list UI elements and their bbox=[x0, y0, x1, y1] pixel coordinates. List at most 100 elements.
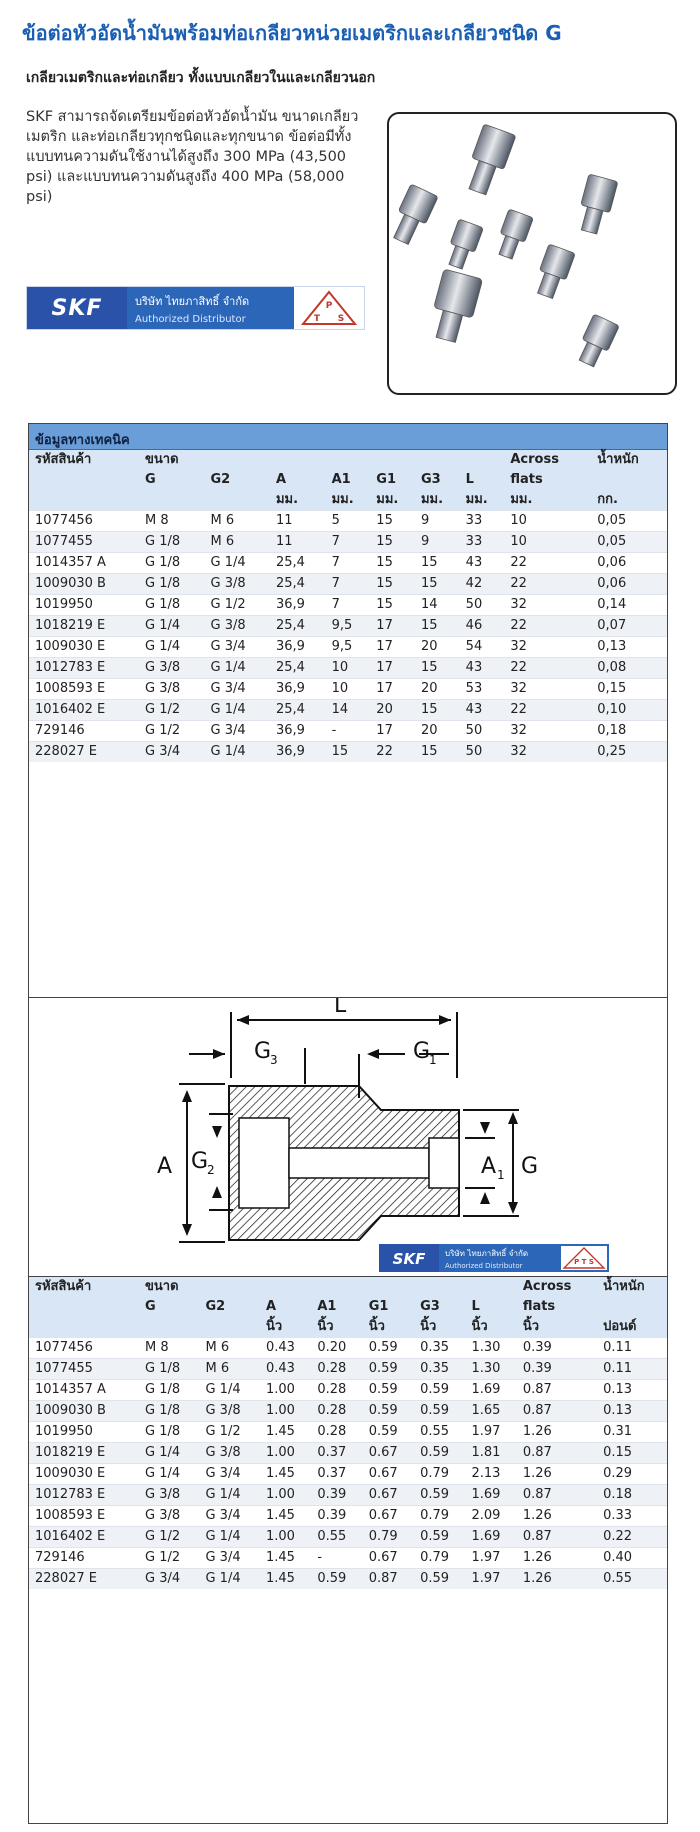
table-cell: 0.87 bbox=[516, 1379, 598, 1401]
svg-text:1: 1 bbox=[497, 1168, 505, 1182]
table-cell: 1.45 bbox=[259, 1568, 312, 1589]
table-cell: 1.00 bbox=[259, 1442, 312, 1464]
svg-text:2: 2 bbox=[207, 1163, 215, 1177]
table-cell: 0.87 bbox=[516, 1526, 598, 1548]
distributor-badge[interactable]: SKF บริษัท ไทยภาสิทธิ์ จำกัด Authorized … bbox=[26, 286, 365, 330]
table-cell: 0.37 bbox=[311, 1442, 363, 1464]
table-cell: 1.69 bbox=[465, 1526, 517, 1548]
table-cell: G 1/2 bbox=[199, 1421, 260, 1443]
col-g2: G2 bbox=[204, 470, 270, 490]
table-cell: 20 bbox=[414, 636, 460, 658]
svg-text:G: G bbox=[521, 1154, 538, 1179]
table-cell: 0.33 bbox=[597, 1505, 667, 1527]
col-l: L bbox=[465, 1297, 517, 1317]
table-cell: 2.13 bbox=[465, 1463, 517, 1485]
table-cell: 0,05 bbox=[591, 510, 667, 532]
table-cell: G 3/4 bbox=[199, 1547, 260, 1569]
table-cell: 0,15 bbox=[591, 678, 667, 700]
svg-text:L: L bbox=[334, 998, 347, 1018]
svg-text:Authorized Distributor: Authorized Distributor bbox=[445, 1262, 523, 1270]
table-cell: 0.40 bbox=[597, 1547, 667, 1569]
table-cell: 32 bbox=[504, 636, 592, 658]
col-code: รหัสสินค้า bbox=[29, 1277, 139, 1297]
table-cell: 17 bbox=[370, 636, 415, 658]
table-cell: G 3/8 bbox=[139, 1505, 200, 1527]
table-cell: G 3/8 bbox=[139, 1484, 200, 1506]
table-cell: 1019950 bbox=[29, 594, 139, 616]
col-a: A bbox=[259, 1297, 312, 1317]
table-cell: 10 bbox=[504, 531, 592, 553]
table-cell: 1.30 bbox=[465, 1337, 517, 1359]
table-cell: 22 bbox=[504, 573, 592, 595]
table-cell: G 1/2 bbox=[139, 699, 205, 721]
table-cell: 1.81 bbox=[465, 1442, 517, 1464]
table-cell: 43 bbox=[459, 657, 505, 679]
table-cell: 36,9 bbox=[269, 741, 326, 762]
table-cell: 0,06 bbox=[591, 552, 667, 574]
table-cell: 33 bbox=[459, 510, 505, 532]
table-cell: 0.31 bbox=[597, 1421, 667, 1443]
table-cell: G 3/4 bbox=[139, 741, 205, 762]
table-cell: 0.67 bbox=[362, 1547, 415, 1569]
table-cell: 0.59 bbox=[362, 1358, 415, 1380]
unit-a1: นิ้ว bbox=[311, 1317, 363, 1338]
table-cell: 0.79 bbox=[362, 1526, 415, 1548]
table-cell: 1014357 A bbox=[29, 552, 139, 574]
table-cell: 1012783 E bbox=[29, 1484, 139, 1506]
table-cell: 0.67 bbox=[362, 1484, 415, 1506]
table-cell: G 1/8 bbox=[139, 1400, 200, 1422]
table-cell: G 1/4 bbox=[139, 1442, 200, 1464]
table-cell: 0.35 bbox=[414, 1337, 466, 1359]
table-cell: G 1/8 bbox=[139, 531, 205, 553]
table-cell: 1.65 bbox=[465, 1400, 517, 1422]
table-cell: 0,25 bbox=[591, 741, 667, 762]
table-cell: 1009030 B bbox=[29, 573, 139, 595]
unit-a: มม. bbox=[269, 490, 326, 511]
table-cell: 1014357 A bbox=[29, 1379, 139, 1401]
table-cell: 22 bbox=[504, 699, 592, 721]
table-cell: 0.22 bbox=[597, 1526, 667, 1548]
table-cell: 36,9 bbox=[269, 636, 326, 658]
metric-spec-table: ข้อมูลทางเทคนิค รหัสสินค้า ขนาด Across น… bbox=[28, 423, 668, 998]
table-cell: 1.45 bbox=[259, 1421, 312, 1443]
table-cell: 0.87 bbox=[516, 1400, 598, 1422]
table-cell: 0.15 bbox=[597, 1442, 667, 1464]
table-cell: 17 bbox=[370, 615, 415, 637]
table-cell: G 1/2 bbox=[139, 1526, 200, 1548]
table-cell: 10 bbox=[325, 678, 371, 700]
table-cell: 1.45 bbox=[259, 1547, 312, 1569]
col-weight: น้ำหนัก bbox=[597, 1277, 667, 1297]
table-cell: G 3/4 bbox=[199, 1463, 260, 1485]
table-cell: 9 bbox=[414, 531, 460, 553]
table-cell: 7 bbox=[325, 552, 371, 574]
table-cell: 32 bbox=[504, 741, 592, 762]
intro-paragraph: SKF สามารถจัดเตรียมข้อต่อหัวอัดน้ำมัน ขน… bbox=[26, 109, 359, 205]
table-cell: M 6 bbox=[199, 1358, 260, 1380]
table-cell: - bbox=[311, 1547, 363, 1569]
table-cell: 15 bbox=[414, 615, 460, 637]
table-cell: 1.45 bbox=[259, 1463, 312, 1485]
table-cell: 0.79 bbox=[414, 1463, 466, 1485]
table-cell: G 3/8 bbox=[199, 1400, 260, 1422]
inch-spec-table: รหัสสินค้า ขนาด Across น้ำหนัก G G2 A A1… bbox=[28, 1276, 668, 1824]
table-cell: G 1/8 bbox=[139, 552, 205, 574]
table-cell: 1.30 bbox=[465, 1358, 517, 1380]
table-cell: G 1/4 bbox=[204, 552, 270, 574]
table-cell: 0.39 bbox=[516, 1358, 598, 1380]
col-af: Across bbox=[504, 450, 592, 470]
table-cell: 1.45 bbox=[259, 1505, 312, 1527]
table-cell: 729146 bbox=[29, 720, 139, 742]
table-cell: 9,5 bbox=[325, 636, 371, 658]
table-cell: M 6 bbox=[204, 510, 270, 532]
unit-l: มม. bbox=[459, 490, 505, 511]
table-cell: G 1/4 bbox=[199, 1568, 260, 1589]
table-cell: 1.69 bbox=[465, 1379, 517, 1401]
svg-text:1: 1 bbox=[429, 1053, 437, 1067]
distributor-role: Authorized Distributor bbox=[135, 313, 246, 325]
table-cell: 0.87 bbox=[516, 1484, 598, 1506]
unit-af: นิ้ว bbox=[516, 1317, 598, 1338]
